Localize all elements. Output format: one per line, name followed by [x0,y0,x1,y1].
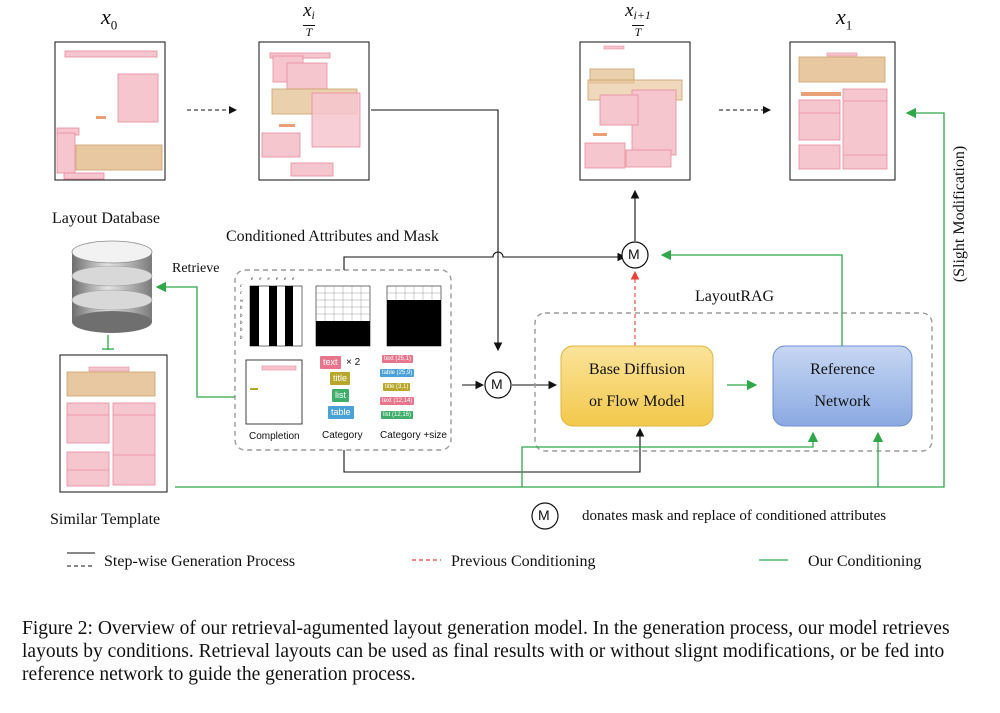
figure-caption: Figure 2: Overview of our retrieval-agum… [22,618,950,685]
mask-symbol-mid: M [491,376,503,392]
label-category: Category [322,430,363,441]
legend-ours: Our Conditioning [808,553,922,570]
line-retrieve [155,281,235,398]
base-model-box-shape [560,345,714,427]
label-x0: x0 [101,4,118,33]
matrix-completion [249,285,303,347]
line-cond-to-top-mask [343,251,627,270]
size-tag-0: text (25,1) [382,355,414,363]
label-layout-database: Layout Database [52,210,160,227]
matrix-category [315,285,371,347]
label-slight-modification: (Slight Modification) [951,145,968,283]
reference-network-box: Reference Network [773,346,912,426]
label-xi: xi T [302,0,316,39]
reference-line1: Reference [810,361,875,378]
label-completion: Completion [249,431,300,442]
layoutrag-box [534,312,933,452]
conditioned-panel [234,269,452,451]
line-xi-to-mask [371,109,503,352]
label-conditioned: Conditioned Attributes and Mask [226,228,439,245]
layout-xi1 [579,41,691,181]
reference-line2: Network [814,393,871,410]
diagram-svg [54,41,945,567]
layout-x1 [789,41,896,181]
legend-stepwise: Step-wise Generation Process [104,553,296,570]
size-tag-2: title (3,1) [383,383,411,391]
tag-table: table [328,406,354,419]
mask-symbol-top: M [628,246,640,262]
completion-mini-layout [245,359,303,425]
mask-symbol-legend: M [538,507,550,523]
label-similar-template: Similar Template [50,511,161,528]
tag-title: title [330,372,351,385]
mask-circle-top [621,241,649,269]
size-tag-3: text (12,14) [380,397,415,405]
tag-text: text [320,356,341,369]
base-model-box: Base Diffusion or Flow Model [561,346,713,426]
layout-x0 [54,41,166,181]
tag-list: list [332,389,349,402]
base-model-line1: Base Diffusion [588,361,686,378]
text-times: × 2 [346,357,361,368]
matrix-col-labels: eeeeee [251,277,301,282]
line-cond-to-base [343,427,645,473]
label-category-size: Category +size [380,430,447,441]
diagram: x0 xi T xi+1 T x1 Layout Database Retrie… [50,0,968,570]
legend-previous: Previous Conditioning [451,553,596,570]
size-tag-4: list (12,16) [381,411,414,419]
database-icon [71,240,153,333]
layout-xi [258,41,370,181]
label-layoutrag: LayoutRAG [695,288,775,305]
matrix-category-size [386,285,442,347]
mask-note: donates mask and replace of conditioned … [582,508,887,524]
size-tag-1: table (25,9) [380,369,415,377]
label-retrieve: Retrieve [172,261,220,276]
label-x1: x1 [836,4,853,33]
similar-template-layout [59,354,168,493]
base-model-line2: or Flow Model [589,393,685,410]
line-slight-modification [175,107,945,488]
mask-circle-mid [484,371,512,399]
label-xi1: xi+1 T [625,0,651,39]
